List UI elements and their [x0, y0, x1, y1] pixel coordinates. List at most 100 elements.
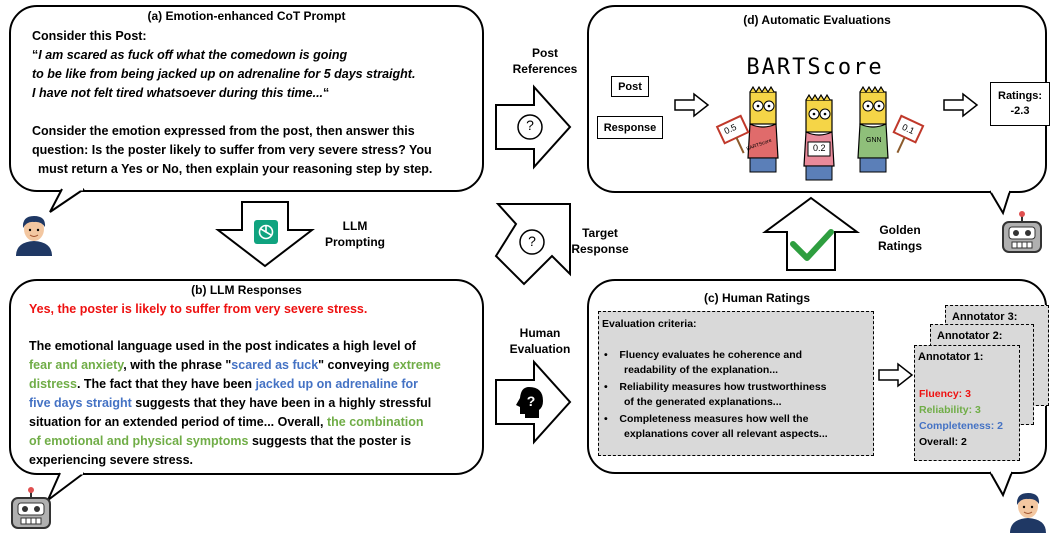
ratings-arrow — [878, 362, 914, 388]
explanation-segment: distress — [29, 377, 77, 391]
prompt-intro: Consider this Post: — [32, 29, 147, 43]
svg-text:?: ? — [527, 393, 536, 409]
annotator-2-label: Annotator 2: — [937, 330, 1003, 342]
openai-icon — [254, 220, 278, 244]
human-eval-line-1: Human — [519, 326, 561, 340]
golden-ratings-label: Golden Ratings — [865, 222, 935, 254]
question-icon: ? — [526, 117, 534, 133]
golden-line-1: Golden — [879, 223, 921, 237]
explanation-segment: . The fact that they have been — [76, 377, 256, 391]
criterion-fluency-line-2: readability of the explanation... — [624, 363, 779, 376]
explanation-segment: five days straight — [29, 396, 132, 410]
criterion-reliability: • Reliability measures how trustworthine… — [604, 381, 827, 408]
prompt-panel — [9, 5, 484, 192]
llm-explanation: The emotional language used in the post … — [29, 337, 479, 470]
quote-open: “ — [32, 48, 39, 62]
explanation-line: fear and anxiety, with the phrase "scare… — [29, 356, 479, 375]
response-panel — [9, 279, 484, 475]
quote-line-1: I am scared as fuck off what the comedow… — [38, 48, 348, 62]
response-box: Response — [597, 116, 663, 139]
quote-close: “ — [323, 86, 330, 100]
panel-b-title: (b) LLM Responses — [191, 283, 302, 297]
target-line-1: Target — [582, 226, 618, 240]
rating-item: Completeness: 2 — [919, 420, 1004, 432]
human-avatar-icon-right — [1010, 493, 1046, 533]
explanation-line: experiencing severe stress. — [29, 451, 479, 470]
ratings-box: Ratings: -2.3 — [990, 82, 1050, 126]
criteria-title: Evaluation criteria: — [602, 318, 697, 330]
criterion-reliability-line-1: Reliability measures how trustworthiness — [619, 381, 827, 393]
explanation-segment: " conveying — [318, 358, 393, 372]
explanation-line: distress. The fact that they have been j… — [29, 375, 479, 394]
explanation-line: situation for an extended period of time… — [29, 413, 479, 432]
explanation-segment: suggests that they have been in a highly… — [131, 396, 432, 410]
shirt-label-right: GNN — [866, 137, 882, 144]
post-ref-line-2: References — [512, 62, 578, 76]
input-arrow — [674, 92, 710, 118]
explanation-segment: The emotional language used in the post … — [29, 339, 416, 353]
prompt-text: Consider this Post: “I am scared as fuck… — [32, 27, 477, 179]
rating-item: Reliability: 3 — [919, 404, 981, 416]
explanation-segment: scared as fuck — [231, 358, 319, 372]
explanation-segment: fear and anxiety — [29, 358, 124, 372]
criterion-completeness-line-1: Completeness measures how well the — [619, 413, 809, 425]
bart-characters-illustration — [715, 85, 925, 181]
explanation-segment: experiencing severe stress. — [29, 453, 193, 467]
criterion-fluency: • Fluency evaluates he coherence and rea… — [604, 349, 803, 376]
rating-item: Overall: 2 — [919, 436, 967, 448]
human-eval-line-2: Evaluation — [509, 342, 571, 356]
explanation-segment: , with the phrase " — [123, 358, 232, 372]
criteria-box: Evaluation criteria: • Fluency evaluates… — [598, 311, 874, 456]
panel-a-title: (a) Emotion-enhanced CoT Prompt — [147, 9, 346, 23]
target-response-arrow — [494, 203, 571, 286]
robot-avatar-icon-right — [1002, 211, 1042, 253]
llm-prompting-label: LLM Prompting — [310, 218, 400, 250]
ratings-label: Ratings: — [998, 90, 1042, 102]
annotator-3-label: Annotator 3: — [952, 311, 1018, 323]
post-references-label: Post References — [495, 45, 595, 77]
panel-d-title: (d) Automatic Evaluations — [743, 13, 891, 27]
post-ref-line-1: Post — [531, 46, 558, 60]
question-line-2: question: Is the poster likely to suffer… — [32, 143, 432, 157]
llm-answer: Yes, the poster is likely to suffer from… — [29, 302, 368, 316]
output-arrow — [943, 92, 979, 118]
explanation-segment: suggests that the poster is — [248, 434, 412, 448]
quote-line-2: to be like from being jacked up on adren… — [32, 67, 416, 81]
sign-middle-value: 0.2 — [813, 143, 826, 153]
post-box: Post — [611, 76, 649, 97]
explanation-segment: extreme — [392, 358, 441, 372]
target-response-label: Target Response — [555, 225, 645, 257]
annotator-1-label: Annotator 1: — [918, 351, 984, 363]
criterion-fluency-line-1: Fluency evaluates he coherence and — [619, 349, 803, 361]
llm-label-line-1: LLM — [342, 219, 368, 233]
ratings-value: -2.3 — [1010, 105, 1030, 117]
human-evaluation-label: Human Evaluation — [495, 325, 585, 357]
criterion-completeness: • Completeness measures how well the exp… — [604, 413, 828, 440]
question-icon-2: ? — [528, 233, 536, 249]
quote-line-3: I have not felt tired whatsoever during … — [32, 86, 324, 100]
golden-ratings-arrow — [761, 196, 861, 271]
explanation-line: of emotional and physical symptoms sugge… — [29, 432, 479, 451]
robot-avatar-icon — [11, 487, 51, 529]
panel-c-title: (c) Human Ratings — [703, 291, 810, 305]
question-line-1: Consider the emotion expressed from the … — [32, 124, 415, 138]
checkmark-icon — [790, 229, 834, 261]
criterion-reliability-line-2: of the generated explanations... — [624, 395, 782, 408]
explanation-segment: the combination — [326, 415, 424, 429]
question-line-3: must return a Yes or No, then explain yo… — [38, 162, 433, 176]
explanation-line: five days straight suggests that they ha… — [29, 394, 479, 413]
explanation-segment: situation for an extended period of time… — [29, 415, 327, 429]
head-question-icon: ? — [516, 387, 543, 418]
explanation-line: The emotional language used in the post … — [29, 337, 479, 356]
golden-line-2: Ratings — [877, 239, 922, 253]
explanation-segment: of emotional and physical symptoms — [29, 434, 249, 448]
bartscore-title: BARTScore — [746, 55, 884, 80]
post-quote: “I am scared as fuck off what the comedo… — [32, 46, 477, 103]
criterion-completeness-line-2: explanations cover all relevant aspects.… — [624, 427, 828, 440]
target-line-2: Response — [571, 242, 629, 256]
